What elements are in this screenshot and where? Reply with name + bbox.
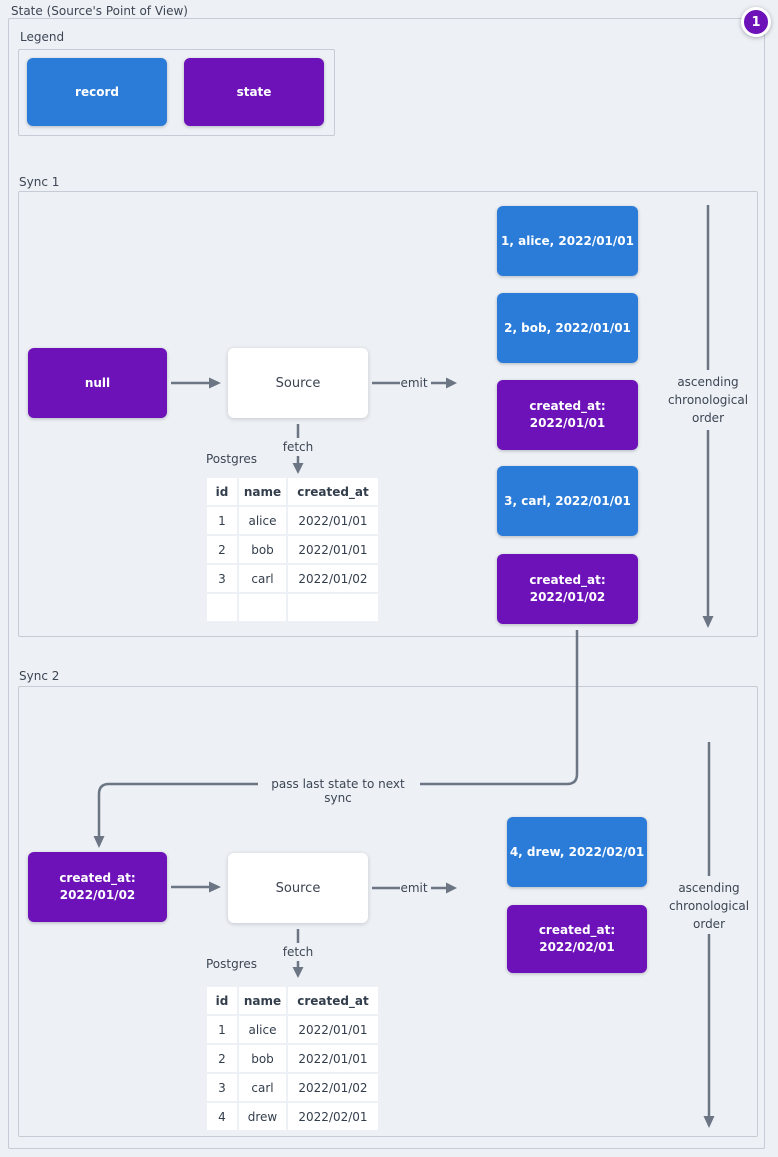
col-header: id <box>207 478 237 505</box>
table-cell: alice <box>239 1016 286 1043</box>
table-cell: 2022/01/01 <box>288 1016 378 1043</box>
sync2-order-note: ascending chronological order <box>668 881 750 931</box>
sync1-fetch-label: fetch <box>282 440 314 454</box>
table-cell <box>239 594 286 621</box>
table-cell: bob <box>239 1045 286 1072</box>
table-cell: drew <box>239 1103 286 1130</box>
table-cell: 2022/01/01 <box>288 507 378 534</box>
sync2-source-box: Source <box>228 853 368 923</box>
sync2-postgres-table: id name created_at 1 alice 2022/01/01 2 … <box>207 987 378 1130</box>
legend-record-chip: record <box>27 58 167 126</box>
table-cell: 1 <box>207 1016 237 1043</box>
sync1-record-chip: 1, alice, 2022/01/01 <box>497 206 638 276</box>
legend-title: Legend <box>20 30 65 44</box>
sync1-input-state-chip: null <box>28 348 167 418</box>
table-cell: bob <box>239 536 286 563</box>
col-header: id <box>207 987 237 1014</box>
sync2-title: Sync 2 <box>19 669 60 683</box>
col-header: name <box>239 987 286 1014</box>
table-cell <box>207 594 237 621</box>
table-cell: 4 <box>207 1103 237 1130</box>
pass-state-label: pass last state to next sync <box>258 777 418 805</box>
sync1-postgres-table: id name created_at 1 alice 2022/01/01 2 … <box>207 478 378 621</box>
legend-frame <box>18 49 335 136</box>
table-cell: carl <box>239 1074 286 1101</box>
outer-frame <box>8 18 765 1149</box>
sync2-postgres-label: Postgres <box>206 957 258 971</box>
table-cell: carl <box>239 565 286 592</box>
table-cell: 2 <box>207 1045 237 1072</box>
sync1-title: Sync 1 <box>19 175 60 189</box>
col-header: name <box>239 478 286 505</box>
sync1-record-chip: 2, bob, 2022/01/01 <box>497 293 638 363</box>
table-cell: 3 <box>207 1074 237 1101</box>
sync2-emit-label: emit <box>400 881 428 895</box>
sync2-fetch-label: fetch <box>282 945 314 959</box>
legend-state-chip: state <box>184 58 324 126</box>
sync2-record-chip: 4, drew, 2022/02/01 <box>507 817 647 887</box>
table-cell: 3 <box>207 565 237 592</box>
sync2-input-state-chip: created_at: 2022/01/02 <box>28 852 167 922</box>
table-cell: 2022/01/01 <box>288 1045 378 1072</box>
table-cell: 2022/01/01 <box>288 536 378 563</box>
sync1-order-note: ascending chronological order <box>667 375 749 425</box>
sync1-record-chip: 3, carl, 2022/01/01 <box>497 466 638 536</box>
col-header: created_at <box>288 478 378 505</box>
sync2-state-chip: created_at: 2022/02/01 <box>507 905 647 973</box>
table-cell: 2022/02/01 <box>288 1103 378 1130</box>
sync2-frame <box>18 686 758 1137</box>
table-cell: 2022/01/02 <box>288 1074 378 1101</box>
page-title: State (Source's Point of View) <box>11 4 188 18</box>
table-cell: 2 <box>207 536 237 563</box>
table-cell <box>288 594 378 621</box>
table-cell: alice <box>239 507 286 534</box>
sync1-frame <box>18 191 758 637</box>
sync1-state-chip: created_at: 2022/01/02 <box>497 554 638 624</box>
sync1-emit-label: emit <box>400 376 428 390</box>
table-cell: 1 <box>207 507 237 534</box>
sync1-state-chip: created_at: 2022/01/01 <box>497 380 638 450</box>
table-cell: 2022/01/02 <box>288 565 378 592</box>
col-header: created_at <box>288 987 378 1014</box>
sync1-source-box: Source <box>228 348 368 418</box>
sync1-postgres-label: Postgres <box>206 452 258 466</box>
annotation-badge: 1 <box>741 7 771 37</box>
